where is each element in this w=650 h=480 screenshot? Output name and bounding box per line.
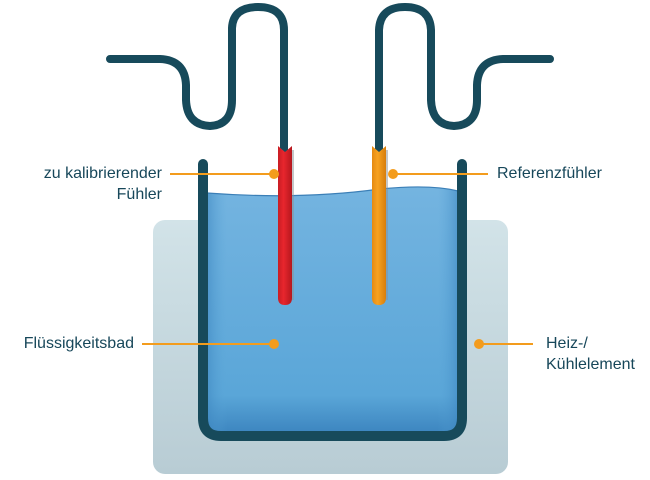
label-heating-cooling-element: Heiz-/ Kühlelement xyxy=(546,333,635,375)
label-probe-under-test-line2: Fühler xyxy=(116,186,162,203)
liquid-bath-shading xyxy=(207,186,458,432)
label-heating-cooling-element-line1: Heiz-/ xyxy=(546,335,588,352)
probe-under-test xyxy=(278,146,292,305)
cable-left xyxy=(106,3,288,154)
reference-probe-shadow xyxy=(386,150,388,300)
callout-probe-under-test xyxy=(170,169,279,179)
label-probe-under-test-line1: zu kalibrierender xyxy=(43,165,162,182)
label-reference-probe: Referenzfühler xyxy=(497,163,602,184)
label-reference-probe-line1: Referenzfühler xyxy=(497,165,602,182)
cable-right xyxy=(375,3,554,154)
callout-liquid-bath xyxy=(142,339,279,349)
probe-under-test-shadow xyxy=(292,150,294,300)
label-heating-cooling-element-line2: Kühlelement xyxy=(546,356,635,373)
label-liquid-bath-line1: Flüssigkeitsbad xyxy=(23,335,134,352)
label-liquid-bath: Flüssigkeitsbad xyxy=(24,333,134,354)
callout-heating-cooling-element xyxy=(474,339,533,349)
vessel xyxy=(198,159,467,441)
reference-probe xyxy=(372,146,386,305)
callout-reference-probe xyxy=(388,169,488,179)
label-probe-under-test: zu kalibrierender Fühler xyxy=(44,163,162,205)
water-surface-line xyxy=(206,186,459,197)
